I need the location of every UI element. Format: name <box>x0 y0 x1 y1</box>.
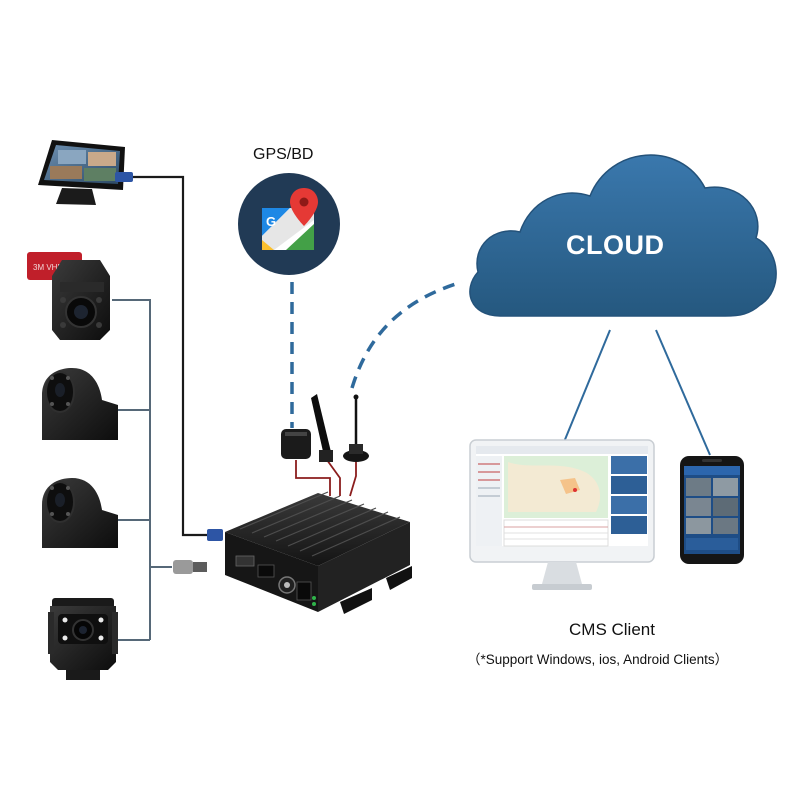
camera-icon <box>48 598 118 680</box>
4g-antenna-wire <box>326 459 341 496</box>
smartphone-icon <box>680 456 744 564</box>
camera-icon: 3M VHB <box>27 252 110 340</box>
gps-antenna-wire <box>295 460 331 496</box>
cloud-label: CLOUD <box>566 230 665 260</box>
monitor-cable <box>133 175 216 537</box>
gps-map-pin-icon: G <box>238 173 340 275</box>
cloud-icon <box>469 154 777 317</box>
mdvr-device-icon <box>173 491 412 614</box>
svg-text:3M VHB: 3M VHB <box>33 263 63 272</box>
cloud-to-phone-line <box>655 329 711 456</box>
monitor-icon <box>38 140 133 205</box>
svg-text:G: G <box>266 214 276 229</box>
cloud-to-desktop-line <box>563 329 611 443</box>
gps-label: GPS/BD <box>253 146 314 163</box>
camera-icon <box>42 368 118 440</box>
wifi-antenna-wire <box>349 460 357 497</box>
cms-client-support-note: （*Support Windows, ios, Android Clients） <box>467 652 729 667</box>
cloud-dashed-link <box>350 280 463 389</box>
camera-bus <box>112 299 151 640</box>
camera-icon <box>42 478 118 548</box>
antenna-icon <box>281 394 369 462</box>
wiring <box>112 175 711 641</box>
cms-client-title: CMS Client <box>569 620 655 639</box>
desktop-monitor-icon <box>469 439 655 590</box>
